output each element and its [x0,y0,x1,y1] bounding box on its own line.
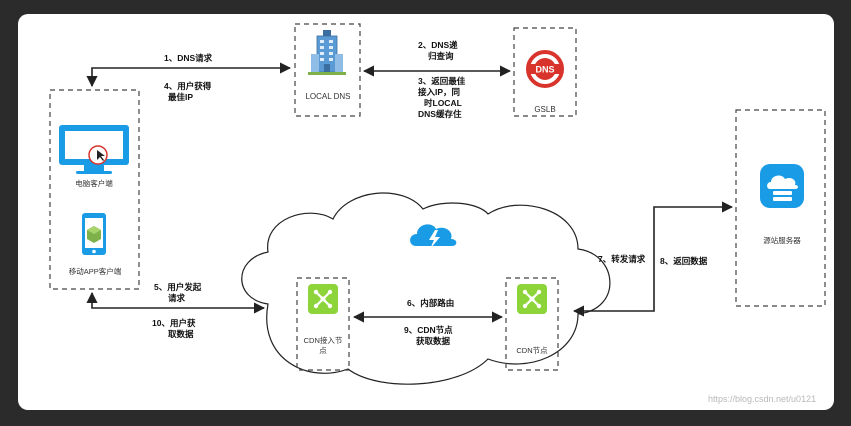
diagram-svg: LOCAL DNS DNS GSLB 电脑客户端 移动APP客户端 源站服务器 [49,23,826,404]
arrow-client-localdns [86,62,292,88]
cdn-access-label-2: 点 [319,346,327,355]
step-1-label: 1、DNS请求 [164,53,213,63]
lightning-cloud-icon [410,224,457,249]
step-9-label-2: 获取数据 [415,336,451,346]
monitor-icon [59,125,129,174]
step-6-label: 6、内部路由 [407,298,454,308]
origin-server-box [735,109,826,307]
local-dns-label: LOCAL DNS [305,92,350,101]
step-4-label-1: 4、用户获得 [164,81,212,91]
step-3-label-1: 3、返回最佳 [418,76,466,86]
diagram-canvas: LOCAL DNS DNS GSLB 电脑客户端 移动APP客户端 源站服务器 [18,14,834,410]
phone-icon [82,213,106,255]
cdn-access-label-1: CDN接入节 [304,335,343,345]
step-7-label: 7、转发请求 [598,254,646,264]
local-dns-box [294,23,361,117]
step-4-label-2: 最佳IP [168,92,193,102]
step-5-label-1: 5、用户发起 [154,282,202,292]
network-node-icon [308,284,338,314]
arrow-client-cdnaccess [86,291,266,314]
step-10-label-1: 10、用户获 [152,318,196,328]
mobile-client-label: 移动APP客户端 [69,266,122,276]
step-3-label-3: 时LOCAL [424,98,462,108]
building-icon [308,30,346,75]
network-node-icon [517,284,547,314]
step-3-label-2: 接入IP，同 [418,87,460,97]
svg-text:DNS: DNS [535,65,554,75]
gslb-label: GSLB [534,105,555,114]
cloud-server-icon [760,164,804,208]
step-9-label-1: 9、CDN节点 [404,325,453,335]
dns-logo-icon: DNS [526,50,564,88]
arrow-cdnnode-origin [572,201,734,317]
step-2-label-1: 2、DNS递 [418,40,458,50]
step-10-label-2: 取数据 [168,329,194,339]
cdn-node-label: CDN节点 [516,346,548,355]
step-2-label-2: 归查询 [428,51,454,61]
origin-server-label: 源站服务器 [763,235,801,245]
gslb-box [513,27,577,117]
watermark: https://blog.csdn.net/u0121 [708,394,816,404]
pc-client-label: 电脑客户端 [75,178,113,188]
client-group-box [49,89,140,290]
step-8-label: 8、返回数据 [660,256,708,266]
step-5-label-2: 请求 [168,293,186,303]
step-3-label-4: DNS缓存住 [418,109,462,119]
